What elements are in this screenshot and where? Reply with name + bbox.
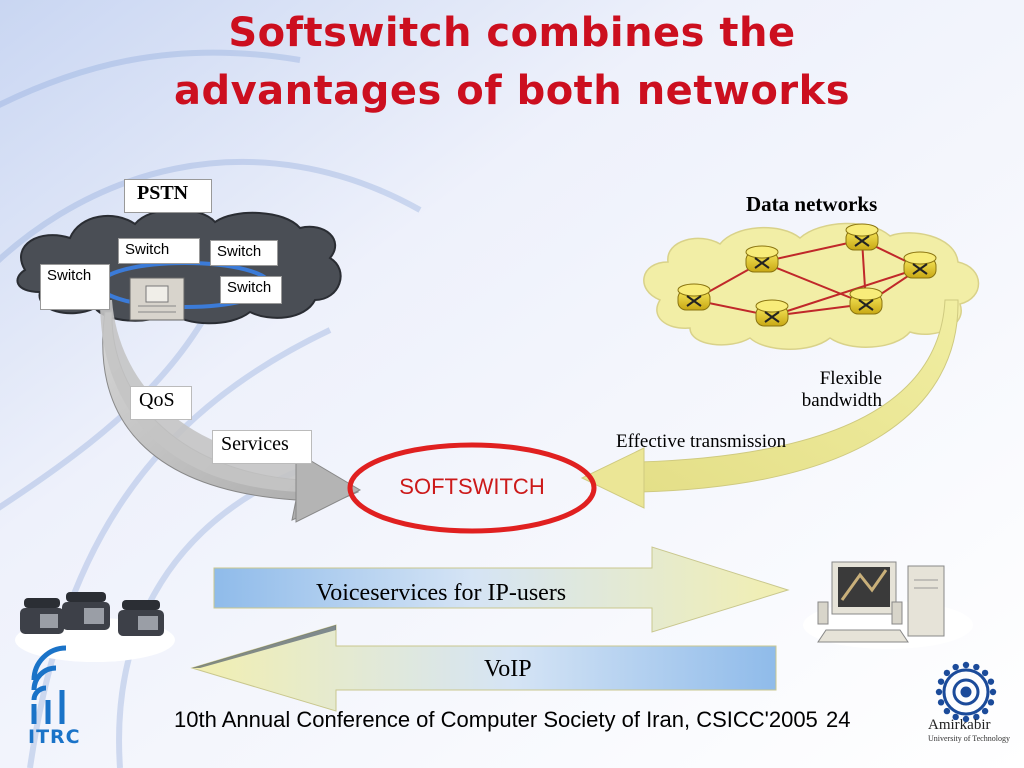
slide-title-line-2: advantages of both networks <box>173 68 851 114</box>
data-networks-label: Data networks <box>746 192 878 216</box>
amirkabir-subtitle: University of Technology <box>928 734 1010 743</box>
amirkabir-name: Amirkabir <box>928 717 991 733</box>
flexible-bandwidth-label: Flexible bandwidth <box>801 368 882 411</box>
voip-label: VoIP <box>484 656 532 682</box>
qos-label: QoS <box>130 386 192 420</box>
pstn-arrow-head <box>295 451 362 523</box>
router-icon <box>745 245 779 273</box>
switch-label-top-left: Switch <box>118 238 200 264</box>
router-icon <box>755 299 789 327</box>
voice-services-label: Voiceservices for IP-users <box>316 580 567 606</box>
slide-title-line-1: Softswitch combines the <box>228 10 796 56</box>
switch-label-top-right: Switch <box>210 240 278 266</box>
router-icon <box>845 223 879 251</box>
services-label: Services <box>212 430 312 464</box>
conference-footer: 10th Annual Conference of Computer Socie… <box>174 707 818 732</box>
switch-label-left: Switch <box>40 264 110 310</box>
router-icon <box>677 283 711 311</box>
itrc-logo-icon <box>31 645 67 724</box>
switch-label-right: Switch <box>220 276 282 304</box>
amirkabir-logo-icon <box>935 661 997 723</box>
voice-arrow <box>213 546 790 633</box>
data-arrow-head <box>580 447 645 509</box>
voip-arrow <box>190 624 777 712</box>
voip-arrow-shadow <box>192 625 336 668</box>
router-icon <box>903 251 937 279</box>
routers <box>677 223 937 327</box>
softswitch-ellipse <box>347 442 597 534</box>
computer-icon <box>803 561 973 649</box>
telephones-icon <box>15 592 175 662</box>
effective-transmission-label: Effective transmission <box>616 431 787 452</box>
page-number: 24 <box>826 707 851 732</box>
softswitch-label: SOFTSWITCH <box>399 474 545 499</box>
pstn-label: PSTN <box>124 179 212 213</box>
router-icon <box>849 287 883 315</box>
itrc-logo-text: ITRC <box>28 726 81 748</box>
pstn-cabinet-icon <box>129 277 185 321</box>
